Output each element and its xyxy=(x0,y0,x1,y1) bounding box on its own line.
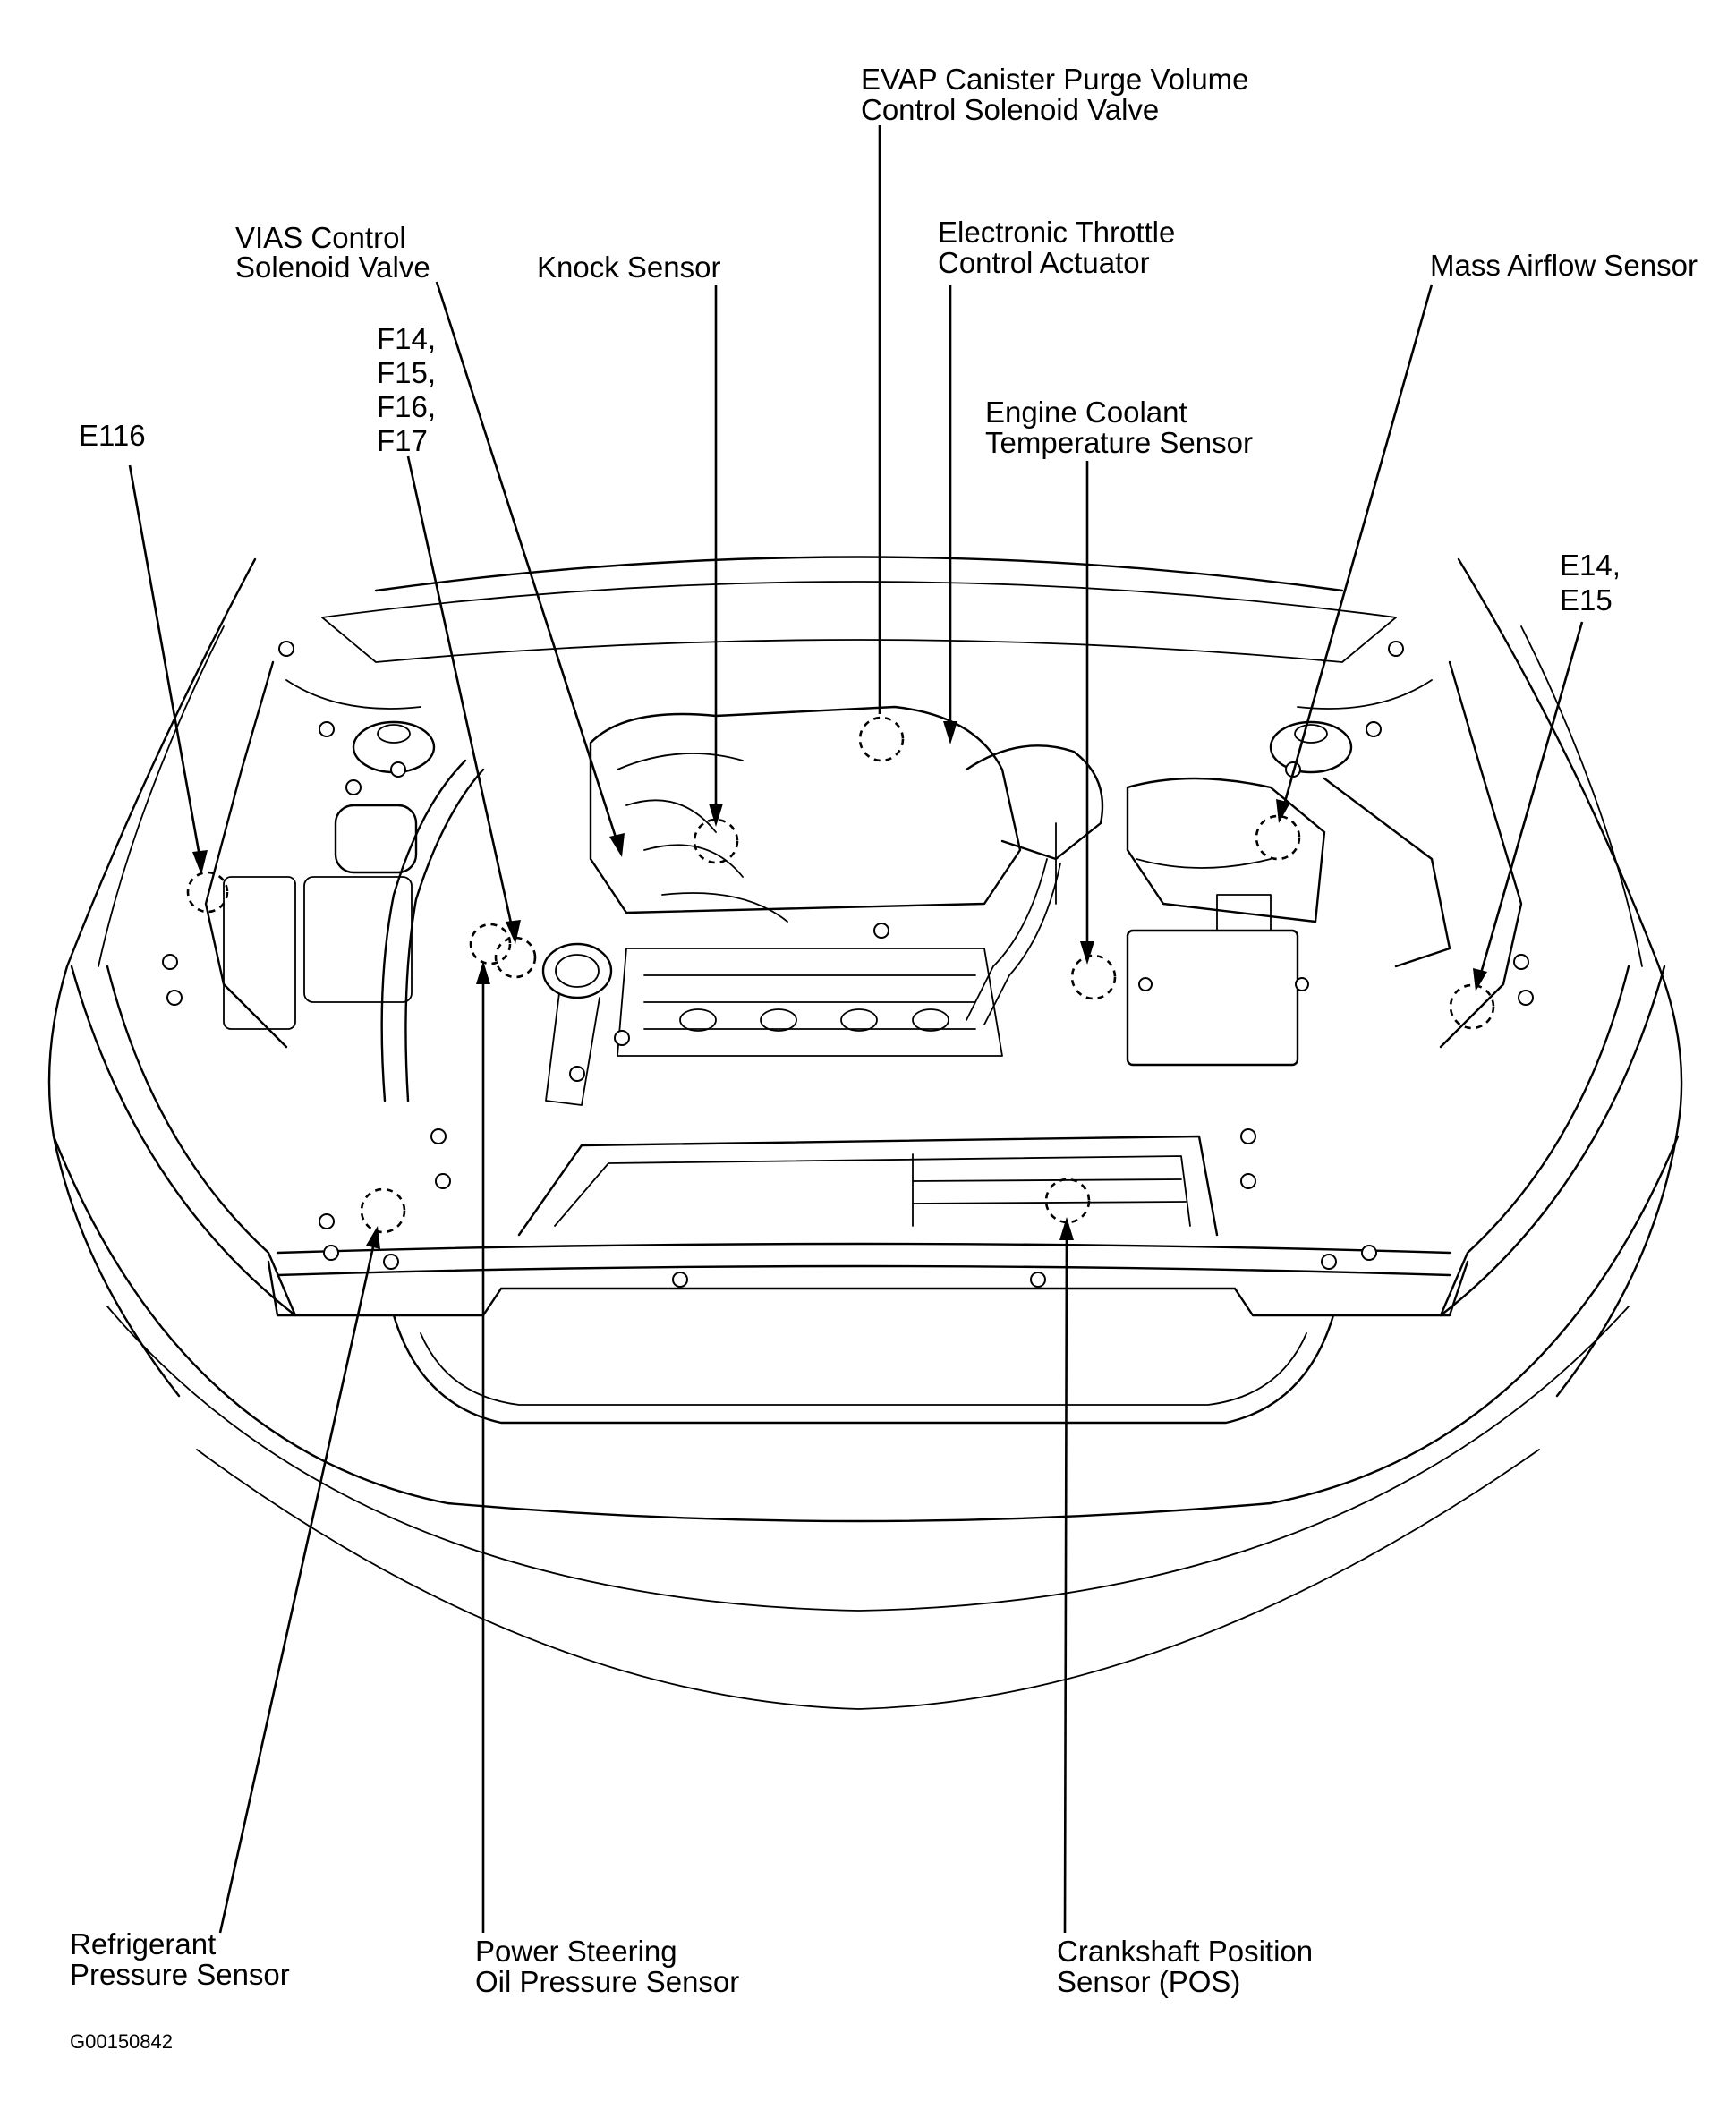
leader-lines xyxy=(128,125,1584,1934)
arrowhead-e116 xyxy=(192,850,208,875)
arrowhead-refrigerant xyxy=(366,1226,380,1249)
label-f-line4: F17 xyxy=(377,424,428,457)
figure-id: G00150842 xyxy=(70,2030,173,2053)
location-marker-e116 xyxy=(186,871,229,914)
label-ect-line2: Temperature Sensor xyxy=(985,426,1253,459)
label-throttle-line1: Electronic Throttle xyxy=(938,216,1175,249)
label-power-steering-line2: Oil Pressure Sensor xyxy=(475,1965,739,1998)
arrowhead-crankshaft xyxy=(1059,1217,1074,1240)
location-marker-evap-valve xyxy=(858,716,905,762)
arrowhead-knock xyxy=(709,804,723,827)
component-location-markers xyxy=(186,716,1495,1234)
label-knock-sensor: Knock Sensor xyxy=(537,251,720,284)
location-marker-e14-e15 xyxy=(1449,983,1495,1030)
location-marker-vias xyxy=(469,923,512,965)
leader-e116 xyxy=(128,464,203,867)
location-marker-knock-sensor xyxy=(693,818,739,864)
label-f-line3: F16, xyxy=(377,390,436,423)
arrowhead-f14-f17 xyxy=(506,920,521,944)
label-vias-line2: Solenoid Valve xyxy=(235,251,430,284)
arrowhead-throttle xyxy=(943,721,957,744)
label-e14-line1: E14, xyxy=(1560,549,1621,582)
location-marker-f14-f17 xyxy=(494,936,537,979)
callout-labels: EVAP Canister Purge Volume Control Solen… xyxy=(70,63,1698,2053)
location-marker-crankshaft xyxy=(1044,1178,1091,1224)
location-marker-ect xyxy=(1070,954,1117,1000)
label-mass-airflow-sensor: Mass Airflow Sensor xyxy=(1430,249,1698,282)
label-crankshaft-line1: Crankshaft Position xyxy=(1057,1935,1313,1968)
arrowhead-ect xyxy=(1080,941,1094,965)
leader-refrigerant xyxy=(218,1234,378,1934)
leader-maf xyxy=(1280,284,1434,815)
label-power-steering-line1: Power Steering xyxy=(475,1935,677,1968)
label-e14-line2: E15 xyxy=(1560,583,1613,617)
location-marker-maf xyxy=(1255,814,1301,861)
arrowhead-power-steering xyxy=(476,961,490,984)
label-refrigerant-line1: Refrigerant xyxy=(70,1927,216,1961)
label-throttle-line2: Control Actuator xyxy=(938,246,1150,279)
arrowhead-vias xyxy=(609,833,625,857)
leader-vias xyxy=(435,281,621,849)
label-crankshaft-line2: Sensor (POS) xyxy=(1057,1965,1240,1998)
label-vias-line1: VIAS Control xyxy=(235,221,406,254)
arrowhead-e14-e15 xyxy=(1473,968,1487,991)
label-f-line2: F15, xyxy=(377,356,436,389)
leader-f14-f17 xyxy=(406,455,515,936)
arrowhead-maf xyxy=(1276,799,1290,823)
label-refrigerant-line2: Pressure Sensor xyxy=(70,1958,290,1991)
leader-crankshaft xyxy=(1063,1225,1068,1934)
label-f-line1: F14, xyxy=(377,322,436,355)
location-marker-refrigerant xyxy=(360,1187,406,1234)
leader-e14-e15 xyxy=(1476,621,1584,983)
label-evap-line2: Control Solenoid Valve xyxy=(861,93,1159,126)
label-evap-line1: EVAP Canister Purge Volume xyxy=(861,63,1249,96)
engine-bay-illustration xyxy=(47,556,1683,1710)
label-e116: E116 xyxy=(79,419,146,452)
label-ect-line1: Engine Coolant xyxy=(985,396,1187,429)
